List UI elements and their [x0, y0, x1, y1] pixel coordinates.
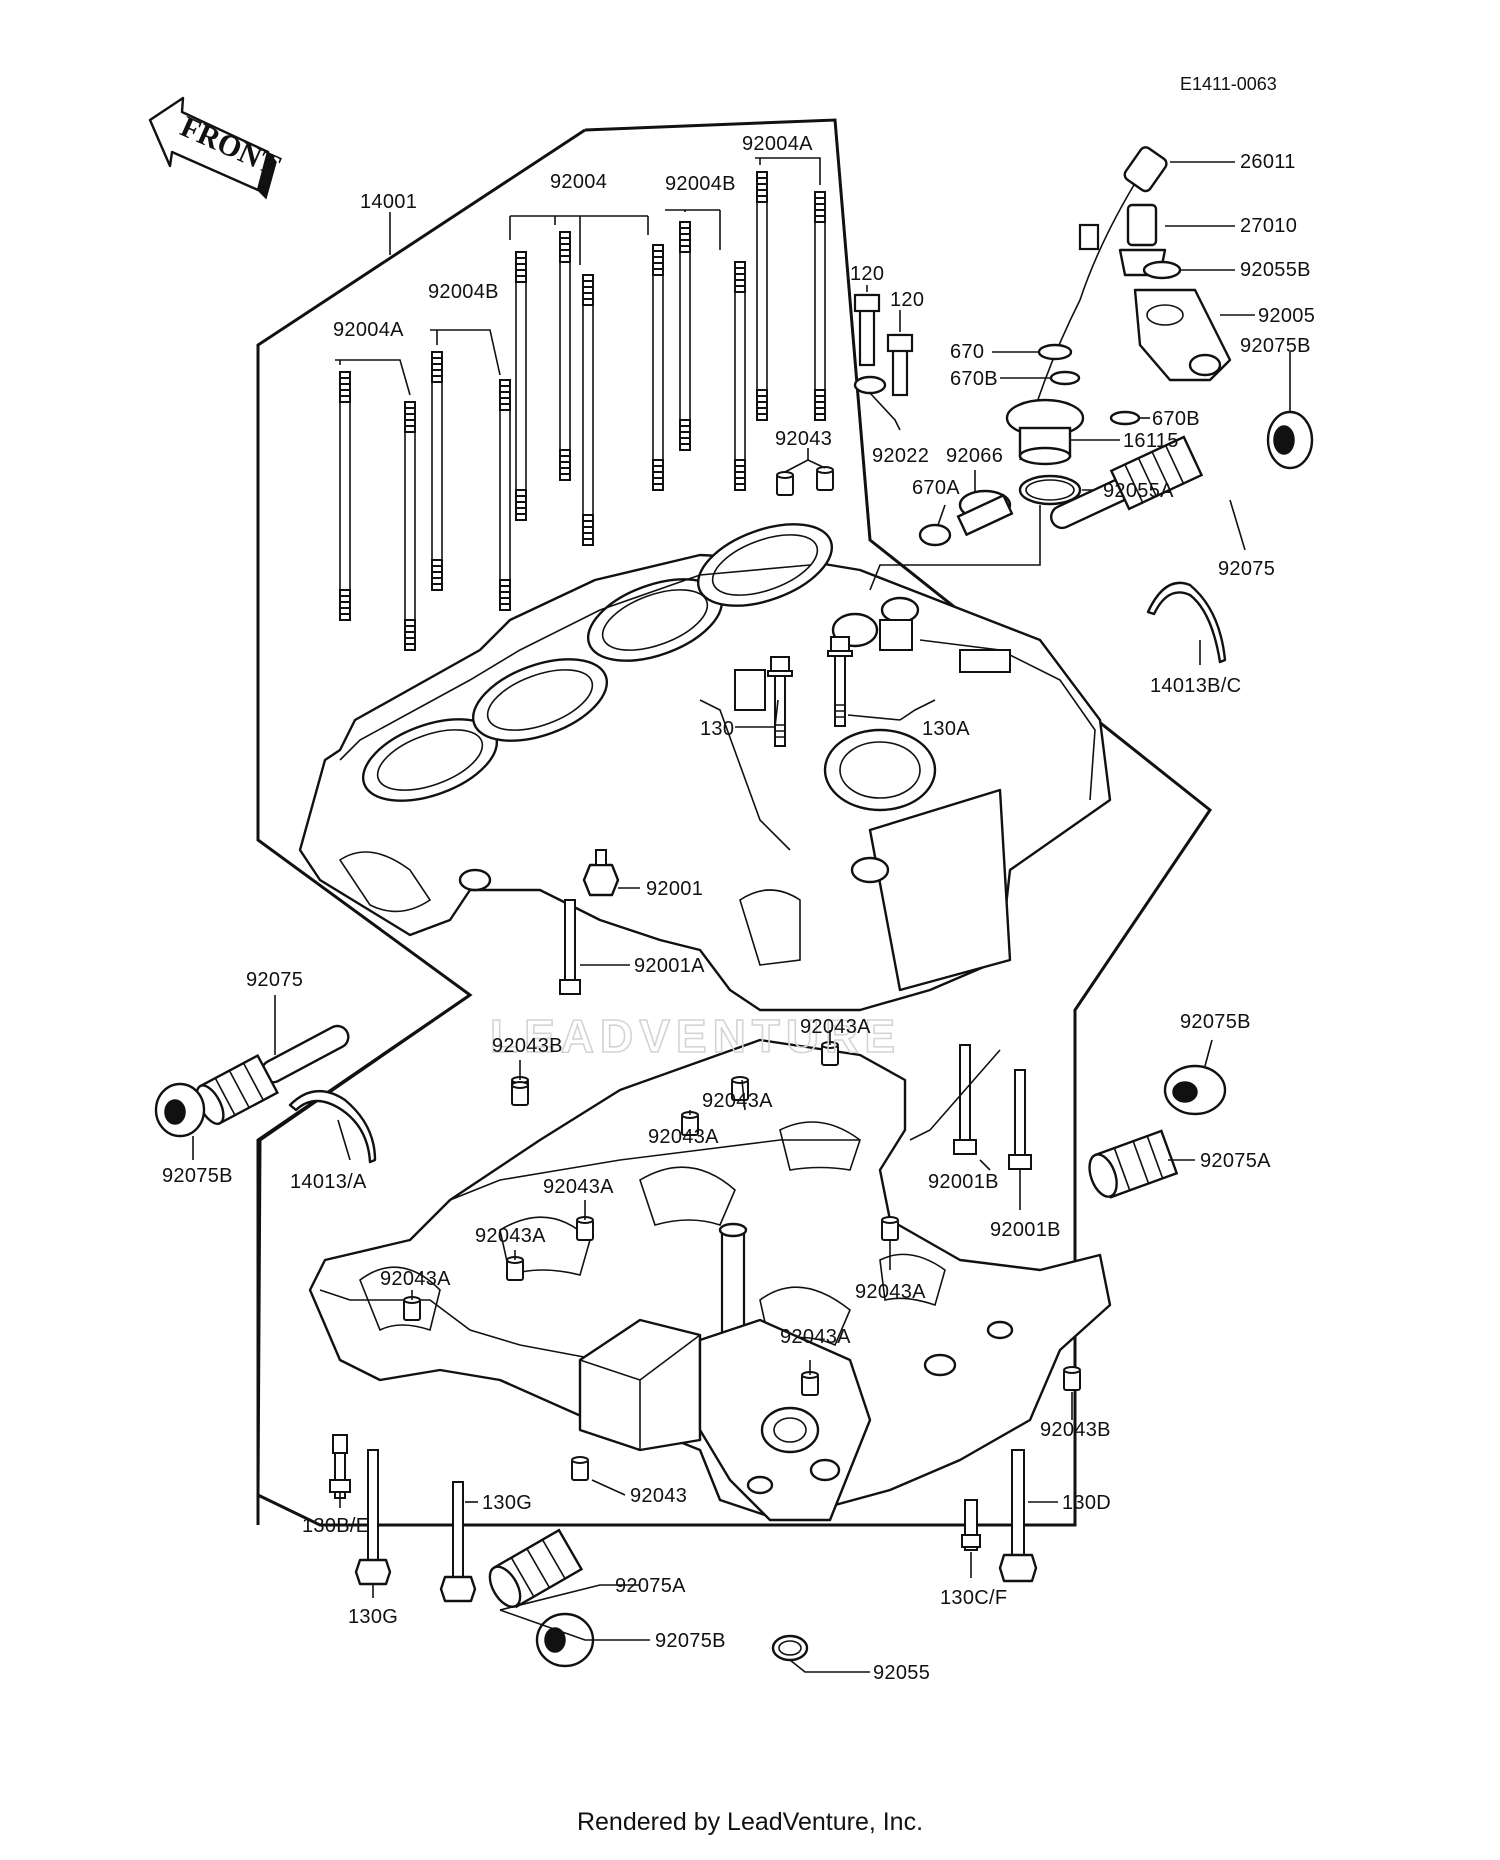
callout-26011: 26011: [1240, 151, 1296, 173]
footer-credit: Rendered by LeadVenture, Inc.: [576, 1808, 924, 1836]
callout-27010: 27010: [1240, 215, 1297, 237]
bolts-92001B: [909, 1044, 1032, 1210]
callout-92075B: 92075B: [655, 1630, 726, 1652]
neutral-switch-assembly: [776, 146, 1314, 665]
callout-92043A: 92043A: [648, 1126, 719, 1148]
callout-92043B: 92043B: [1040, 1419, 1111, 1441]
upper-case-group-outline: [256, 118, 1213, 1527]
callout-130D: 130D: [1062, 1492, 1111, 1514]
callout-130: 130: [700, 718, 734, 740]
callout-92043A: 92043A: [475, 1225, 546, 1247]
callout-92066: 92066: [946, 445, 1003, 467]
callout-92043A: 92043A: [855, 1281, 926, 1303]
leader-130A: [899, 699, 936, 721]
callout-92001: 92001: [646, 878, 703, 900]
callout-92055B: 92055B: [1240, 259, 1311, 281]
callout-92075: 92075: [246, 969, 303, 991]
callout-92001B: 92001B: [928, 1171, 999, 1193]
callout-92075B: 92075B: [1240, 335, 1311, 357]
callout-92043A: 92043A: [380, 1268, 451, 1290]
callout-130G: 130G: [482, 1492, 532, 1514]
callout-92043B: 92043B: [492, 1035, 563, 1057]
callout-92001B: 92001B: [990, 1219, 1061, 1241]
callout-130A: 130A: [922, 718, 970, 740]
callout-16115: 16115: [1123, 430, 1179, 452]
callout-670B: 670B: [1152, 408, 1200, 430]
callout-14013-A: 14013/A: [290, 1171, 367, 1193]
callout-92004B: 92004B: [428, 281, 499, 303]
drawing-number: E1411-0063: [1180, 74, 1277, 94]
leader-130: [735, 699, 779, 728]
lower-case-group-outline: [256, 993, 471, 1525]
callout-92055A: 92055A: [1103, 480, 1174, 502]
front-direction-arrow: FRONT: [148, 96, 285, 200]
callout-92004A: 92004A: [333, 319, 404, 341]
lower-case-bolts: [329, 1434, 1058, 1603]
callout-14013B-C: 14013B/C: [1150, 675, 1241, 697]
callout-92075A: 92075A: [1200, 1150, 1271, 1172]
dowel-92043B-left: [511, 1081, 529, 1106]
callout-labels: 14001 92004 92004B 92004A 92004B 92004A …: [162, 133, 1315, 1684]
callout-92043A: 92043A: [702, 1090, 773, 1112]
stud-leaders: [335, 157, 821, 396]
lower-crankcase: [308, 1038, 1112, 1522]
callout-670A: 670A: [912, 477, 960, 499]
callout-92043: 92043: [775, 428, 832, 450]
lower-case-dowel-leaders: [411, 1030, 1073, 1496]
callout-130B-E: 130B/E: [302, 1515, 369, 1537]
callout-120: 120: [850, 263, 884, 285]
callout-92004A: 92004A: [742, 133, 813, 155]
bolts-92001: [559, 849, 640, 995]
callout-92043A: 92043A: [543, 1176, 614, 1198]
callout-92022: 92022: [872, 445, 929, 467]
watermark: LEADVENTURE: [490, 1010, 901, 1062]
bottom-shaft-parts: [488, 1528, 870, 1673]
callout-92043A: 92043A: [780, 1326, 851, 1348]
callout-120: 120: [890, 289, 924, 311]
upper-crankcase: [298, 523, 1112, 1012]
callout-130G: 130G: [348, 1606, 398, 1628]
cylinder-studs: [339, 171, 826, 651]
callout-92004B: 92004B: [665, 173, 736, 195]
callout-92043: 92043: [630, 1485, 687, 1507]
callout-130C-F: 130C/F: [940, 1587, 1007, 1609]
callout-92005: 92005: [1258, 305, 1315, 327]
left-shaft-parts: [154, 995, 377, 1164]
callout-670: 670: [950, 341, 984, 363]
callout-92075A: 92075A: [615, 1575, 686, 1597]
callout-92004: 92004: [550, 171, 607, 193]
callout-92075B: 92075B: [162, 1165, 233, 1187]
callout-92075: 92075: [1218, 558, 1275, 580]
callout-14001: 14001: [360, 191, 417, 213]
callout-92075B: 92075B: [1180, 1011, 1251, 1033]
callout-92001A: 92001A: [634, 955, 705, 977]
right-shaft-parts: [1088, 1039, 1227, 1199]
callout-92055: 92055: [873, 1662, 930, 1684]
callout-92043A: 92043A: [800, 1016, 871, 1038]
callout-670B: 670B: [950, 368, 998, 390]
